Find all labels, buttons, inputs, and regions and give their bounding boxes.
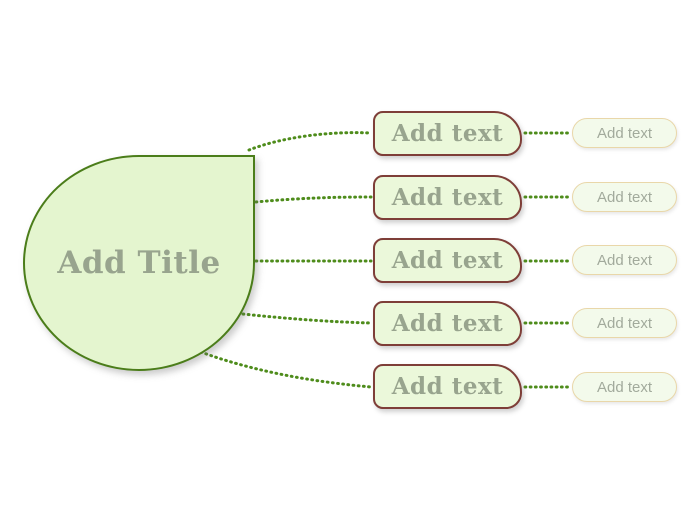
connector-root-branch-4	[241, 312, 373, 325]
connector-root-branch-2	[254, 195, 373, 204]
branch-node-label: Add text	[391, 373, 504, 400]
connector-root-branch-1	[247, 131, 373, 152]
branch-node-5[interactable]: Add text	[373, 364, 522, 409]
child-node-label: Add text	[596, 188, 653, 206]
child-node-label: Add text	[596, 124, 653, 142]
branch-node-2[interactable]: Add text	[373, 175, 522, 220]
child-node-4[interactable]: Add text	[572, 308, 677, 338]
branch-node-label: Add text	[391, 184, 504, 211]
branch-node-4[interactable]: Add text	[373, 301, 522, 346]
root-node-label: Add Title	[57, 245, 221, 281]
branch-node-label: Add text	[391, 120, 504, 147]
child-node-label: Add text	[596, 251, 653, 269]
child-node-1[interactable]: Add text	[572, 118, 677, 148]
child-node-2[interactable]: Add text	[572, 182, 677, 212]
branch-node-3[interactable]: Add text	[373, 238, 522, 283]
child-node-3[interactable]: Add text	[572, 245, 677, 275]
root-node[interactable]: Add Title	[23, 155, 255, 371]
connector-root-branch-5	[199, 350, 373, 389]
child-node-5[interactable]: Add text	[572, 372, 677, 402]
child-node-label: Add text	[596, 378, 653, 396]
branch-node-label: Add text	[391, 310, 504, 337]
branch-node-label: Add text	[391, 247, 504, 274]
branch-node-1[interactable]: Add text	[373, 111, 522, 156]
child-node-label: Add text	[596, 314, 653, 332]
